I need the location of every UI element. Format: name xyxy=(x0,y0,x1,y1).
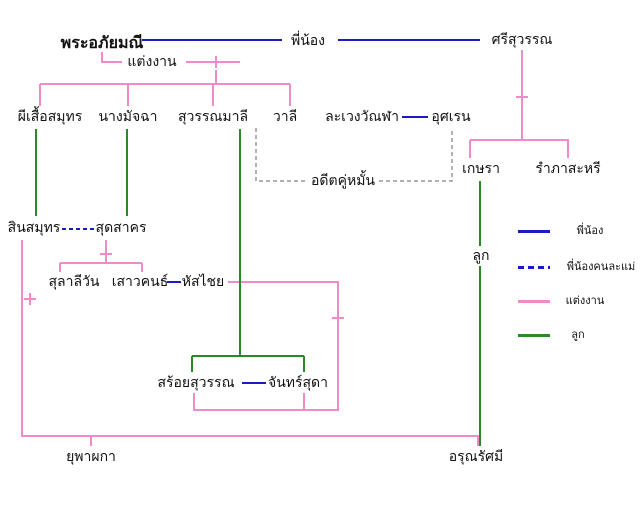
line-marriage-hatsachai xyxy=(193,281,339,411)
line-former-fiance xyxy=(255,128,307,182)
relation-label-child-ketsara: ลูก xyxy=(472,248,490,264)
person-soi-suwan: สร้อยสุวรรณ xyxy=(157,375,235,391)
person-phi-suea-samut: ผีเสื้อสมุทร xyxy=(17,109,83,125)
line-marriage-yupha-arun xyxy=(91,435,479,446)
line-marriage-sinsamut xyxy=(21,240,91,437)
relation-label-siblings: พี่น้อง xyxy=(290,33,326,49)
person-arun-rasami: อรุณรัศมี xyxy=(448,449,504,465)
legend-label-marriage: แต่งงาน xyxy=(565,294,605,307)
person-suwanmali: สุวรรณมาลี xyxy=(177,109,249,125)
person-saowakhon: เสาวคนธ์ xyxy=(111,274,169,290)
person-lawengwanla: ละเวงวัณฬา xyxy=(325,109,399,125)
person-wali: วาลี xyxy=(272,109,298,125)
person-ram-phatsari: รำภาสะหรี xyxy=(535,161,601,177)
legend-swatch-child xyxy=(518,334,550,337)
person-yupha-phaka: ยุพาผกา xyxy=(66,449,116,465)
legend-label-half-sibling: พี่น้องคนละแม่ xyxy=(566,260,636,273)
line-marriage-aphai-wives xyxy=(101,52,122,63)
person-sulaliwan: สุลาลีวัน xyxy=(48,274,100,290)
relation-label-married: แต่งงาน xyxy=(127,54,177,70)
person-sin-samut: สินสมุทร xyxy=(7,220,61,236)
person-phra-aphai: พระอภัยมณี xyxy=(60,33,144,52)
legend-label-sibling: พี่น้อง xyxy=(576,224,604,237)
person-hatsachai: หัสไชย xyxy=(181,274,225,290)
relation-label-former-fiance: อดีตคู่หมั้น xyxy=(311,173,375,189)
person-ket-sara: เกษรา xyxy=(462,161,500,177)
legend-swatch-half-sibling xyxy=(518,266,550,269)
legend-label-child: ลูก xyxy=(571,328,585,341)
legend-swatch-sibling xyxy=(518,230,550,233)
person-nang-matcha: นางมัจฉา xyxy=(98,109,158,125)
person-si-suwan: ศรีสุวรรณ xyxy=(491,32,553,48)
person-usaren: อุศเรน xyxy=(431,109,471,125)
person-sut-sakhon: สุดสาคร xyxy=(95,220,147,236)
line-marriage-sisuwan-rampha xyxy=(522,139,569,158)
line-former-fiance-right xyxy=(379,128,453,182)
legend-swatch-marriage xyxy=(518,300,550,303)
person-chan-suda: จันทร์สุดา xyxy=(267,375,329,391)
